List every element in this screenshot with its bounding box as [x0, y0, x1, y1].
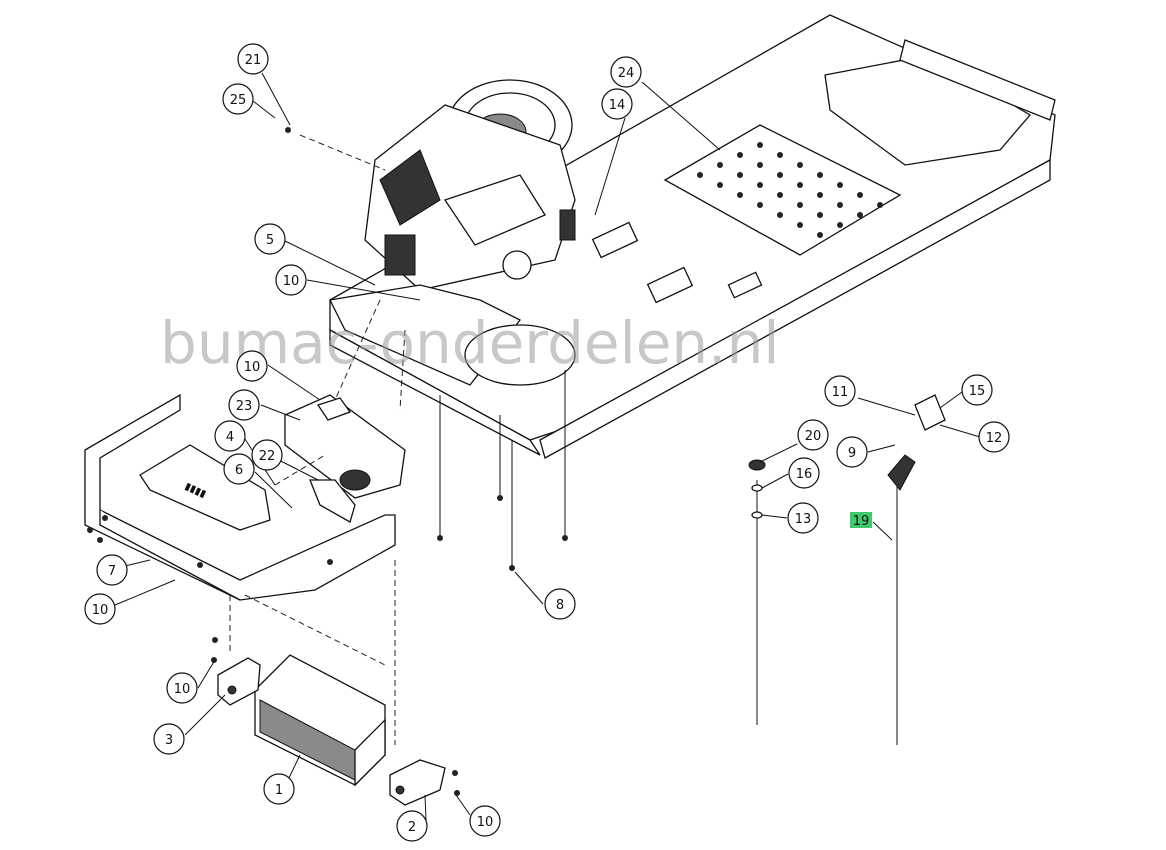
callout-label: 25	[230, 93, 247, 108]
callout-12: 12	[978, 421, 1010, 453]
callout-label: 14	[609, 98, 626, 113]
callout-label: 3	[165, 733, 173, 748]
callout-5: 5	[254, 223, 286, 255]
callout-23: 23	[228, 389, 260, 421]
highlight-box	[850, 512, 872, 528]
callout-19: 19	[850, 512, 872, 529]
callout-label: 11	[832, 385, 849, 400]
muffler	[284, 394, 406, 499]
callout-15: 15	[961, 374, 993, 406]
callout-22: 22	[251, 439, 283, 471]
callout-16: 16	[788, 457, 820, 489]
engine	[364, 79, 576, 291]
callout-label: 4	[226, 430, 234, 445]
callout-24: 24	[610, 56, 642, 88]
callout-10-bumper: 10	[84, 593, 116, 625]
callout-2: 2	[396, 810, 428, 842]
callout-9: 9	[836, 436, 868, 468]
bracket-left	[217, 657, 261, 706]
callout-label: 10	[283, 274, 300, 289]
callout-label: 7	[108, 564, 116, 579]
callout-label: 5	[266, 233, 274, 248]
callout-label: 24	[618, 66, 635, 81]
callout-label: 15	[969, 384, 986, 399]
callout-label: 6	[235, 463, 243, 478]
callout-label: 23	[236, 399, 253, 414]
callout-label: 22	[259, 449, 276, 464]
bracket-right	[389, 759, 446, 806]
callout-label: 1	[275, 783, 283, 798]
name-plate: ▮▮▮▮	[139, 444, 271, 531]
callout-label: 16	[796, 467, 813, 482]
floor-perforations	[697, 142, 883, 238]
callout-11: 11	[824, 375, 856, 407]
callout-label: 19	[853, 514, 870, 529]
assembly-lines	[229, 134, 406, 745]
callout-13: 13	[787, 502, 819, 534]
callout-6: 6	[223, 453, 255, 485]
callout-14: 14	[601, 88, 633, 120]
callout-label: 9	[848, 446, 856, 461]
front-grille	[254, 654, 386, 787]
callout-20: 20	[797, 419, 829, 451]
callout-3: 3	[153, 723, 185, 755]
callout-label: 12	[986, 431, 1003, 446]
callout-10-engine: 10	[275, 264, 307, 296]
callout-7: 7	[96, 554, 128, 586]
callout-label: 21	[245, 53, 262, 68]
callout-10-grille-left: 10	[166, 672, 198, 704]
engine-plate	[329, 284, 576, 386]
callout-10-muffler: 10	[236, 350, 268, 382]
callout-10-grille-right: 10	[469, 805, 501, 837]
callout-label: 10	[477, 815, 494, 830]
callout-label: 13	[795, 512, 812, 527]
callout-label: 2	[408, 820, 416, 835]
callout-label: 10	[244, 360, 261, 375]
heat-shield	[309, 479, 356, 523]
callout-8-frame: 8	[544, 588, 576, 620]
throttle-lever-assembly	[748, 394, 946, 745]
callout-21: 21	[237, 43, 269, 75]
callout-4: 4	[214, 420, 246, 452]
callout-25: 25	[222, 83, 254, 115]
callout-label: 10	[92, 603, 109, 618]
front-bumper	[84, 393, 396, 601]
callout-label: 8	[556, 598, 564, 613]
callout-1: 1	[263, 773, 295, 805]
callout-label: 10	[174, 682, 191, 697]
bolts	[87, 127, 568, 796]
callout-label: 20	[805, 429, 822, 444]
